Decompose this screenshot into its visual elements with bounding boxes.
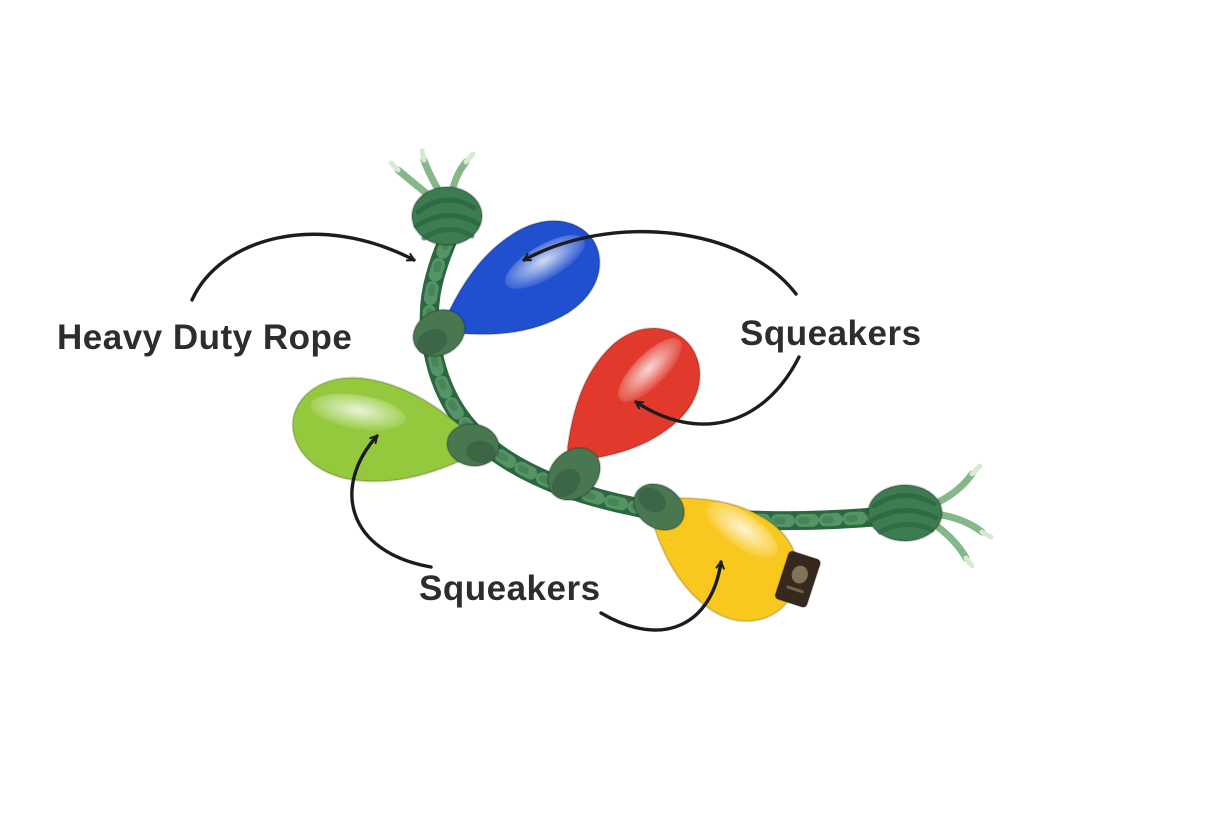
top-rope-knot bbox=[388, 148, 483, 246]
arrow-squeaker-yellow-bulb bbox=[599, 560, 721, 632]
end-knot-fray bbox=[930, 520, 970, 562]
squeakers-bottom-label: Squeakers bbox=[419, 569, 601, 608]
annotation-arrows bbox=[190, 229, 801, 632]
end-knot-fray-tips bbox=[963, 463, 994, 569]
yellow-bulb-highlight bbox=[706, 502, 778, 558]
arrow-squeaker-green-bulb bbox=[350, 434, 433, 569]
brand-tag bbox=[774, 550, 821, 608]
arrow-heavy-duty-rope bbox=[190, 232, 416, 302]
yellow-bulb-socket bbox=[632, 482, 686, 532]
top-knot-fray-tips bbox=[388, 148, 476, 173]
squeakers-top-label: Squeakers bbox=[740, 314, 922, 353]
heavy-duty-rope-label: Heavy Duty Rope bbox=[57, 318, 353, 357]
red-bulb-highlight bbox=[618, 338, 682, 402]
blue-bulb-highlight bbox=[505, 235, 585, 289]
end-rope-knot bbox=[867, 463, 994, 569]
blue-bulb-socket bbox=[412, 308, 466, 358]
bulb-sockets bbox=[412, 308, 686, 532]
red-bulb-socket bbox=[546, 446, 602, 502]
arrow-squeaker-red-bulb bbox=[634, 355, 801, 426]
arrow-squeaker-blue-bulb bbox=[522, 229, 798, 296]
tag-logo-mark bbox=[791, 565, 808, 584]
green-bulb-highlight bbox=[310, 393, 406, 431]
green-bulb-socket bbox=[446, 422, 500, 468]
